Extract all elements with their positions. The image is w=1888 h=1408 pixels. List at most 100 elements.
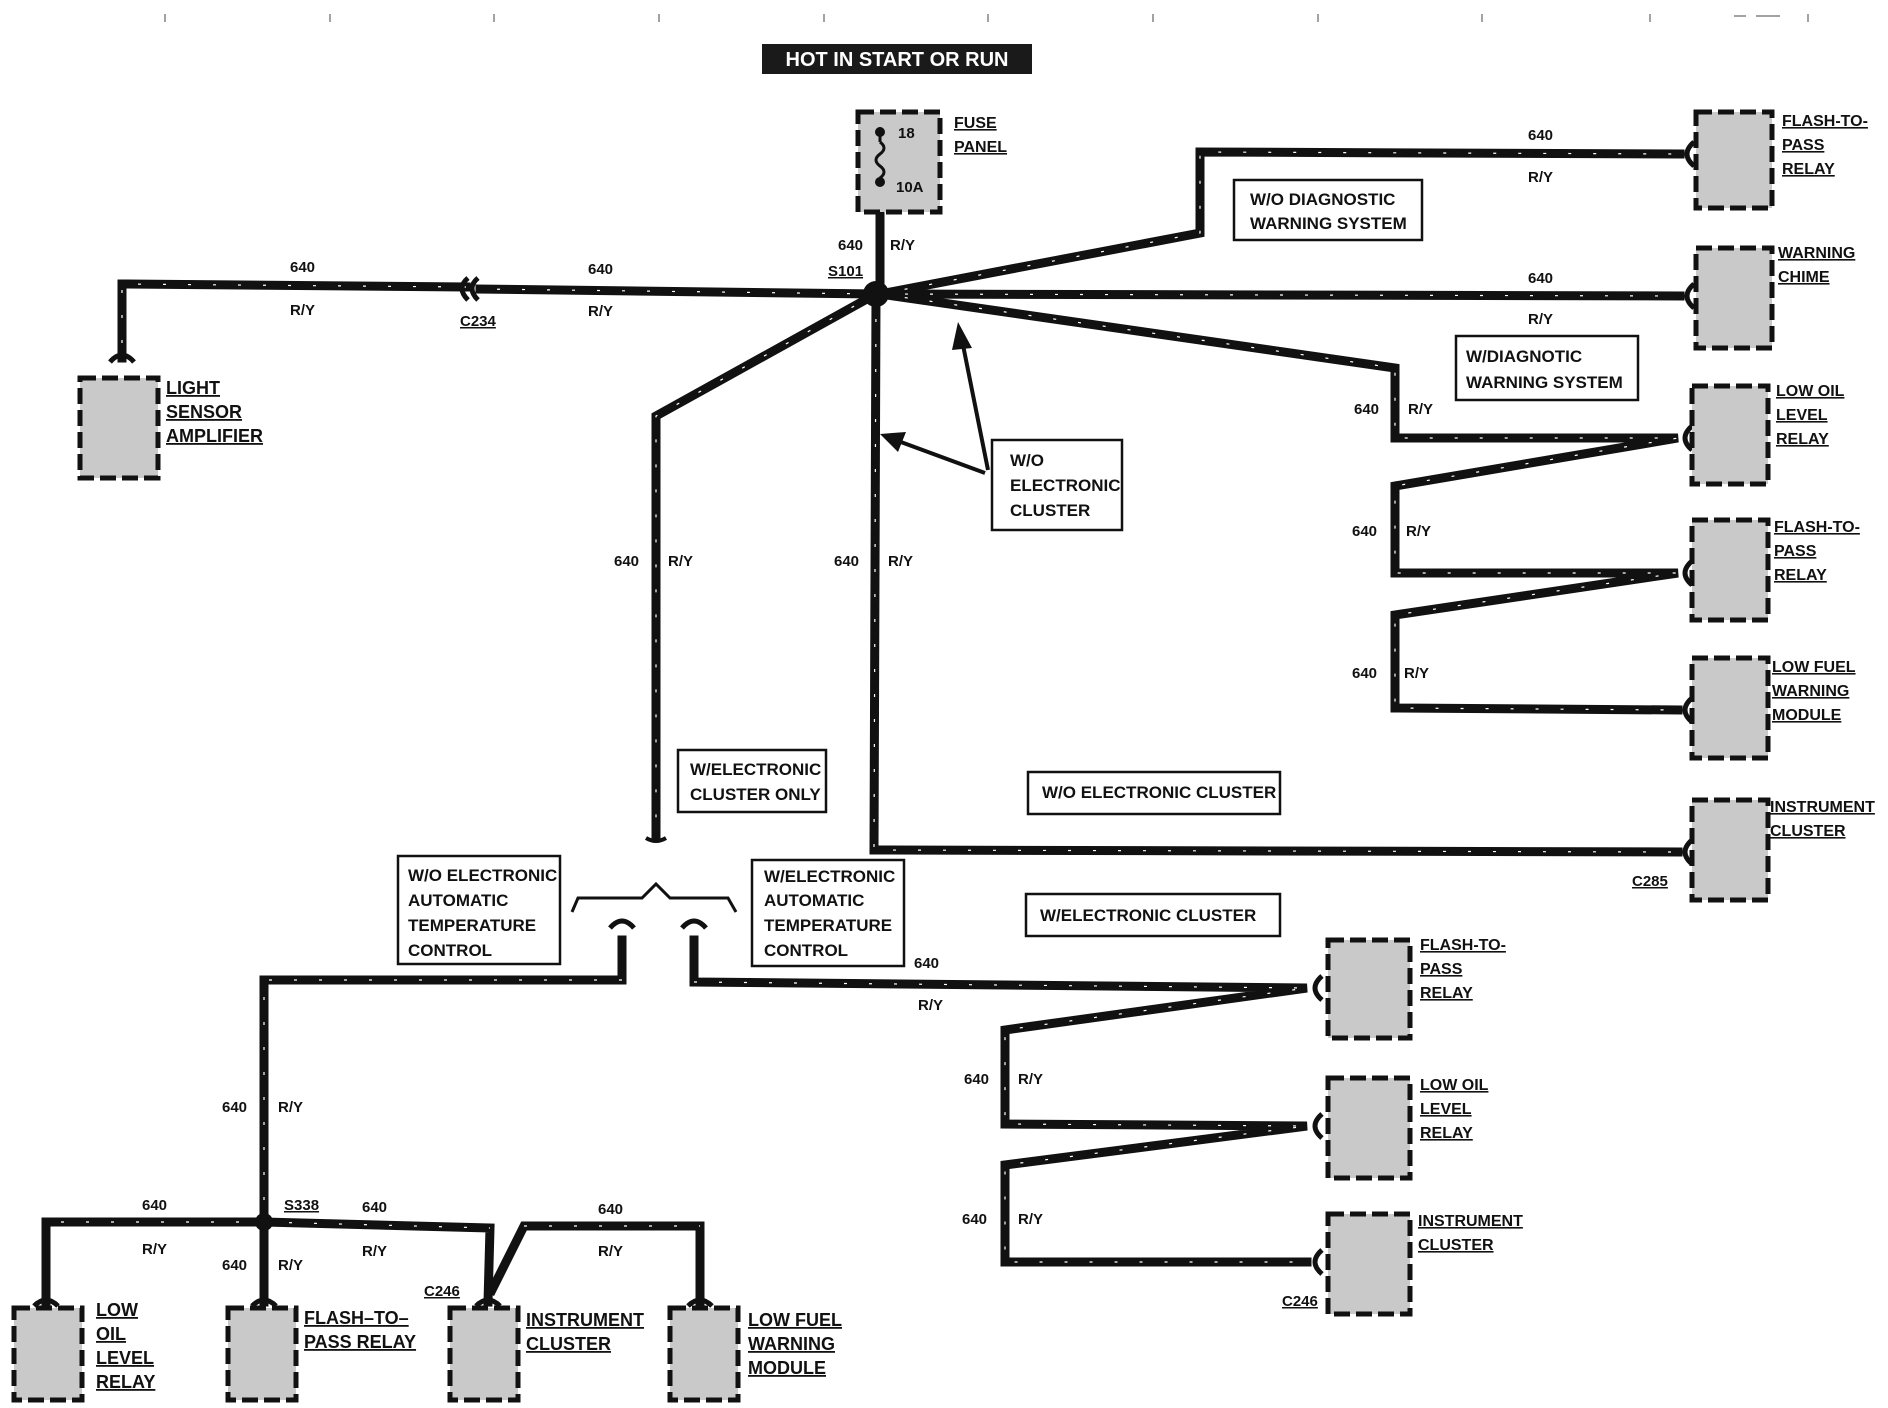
wire-number: 640 [834, 553, 859, 570]
w-diagnostic-line-2: WARNING SYSTEM [1466, 373, 1623, 392]
low-oil-relay-1-label-1: LOW OIL [1776, 383, 1845, 400]
low-oil-level-relay-1-box [1689, 383, 1771, 487]
instrument-cluster-2-box [1325, 1211, 1413, 1317]
low-oil-relay-3-label-1: LOW [96, 1300, 138, 1320]
low-oil-relay-1-label-3: RELAY [1776, 431, 1829, 448]
ftp-relay-4-label-2: PASS RELAY [304, 1332, 416, 1352]
flash-to-pass-relay-3-box [1325, 937, 1413, 1041]
ftp-relay-3-label-2: PASS [1420, 961, 1463, 978]
wire-number: 640 [1528, 127, 1553, 144]
wire-number: 640 [614, 553, 639, 570]
wire-number: 640 [1352, 665, 1377, 682]
instrument-cluster-3-label-1: INSTRUMENT [526, 1310, 644, 1330]
wo-auto-temp-line-4: CONTROL [408, 941, 492, 960]
component-labels: LIGHT SENSOR AMPLIFIER FLASH-TO- PASS RE… [96, 113, 1875, 1392]
low-oil-relay-2-label-2: LEVEL [1420, 1101, 1472, 1118]
low-oil-relay-3-label-4: RELAY [96, 1372, 155, 1392]
connector-ids: S101 S338 C234 C285 C246 C246 [284, 263, 1668, 1310]
wire-number: 640 [1528, 270, 1553, 287]
w-auto-temp-line-4: CONTROL [764, 941, 848, 960]
w-diagnostic-line-1: W/DIAGNOTIC [1466, 347, 1582, 366]
wire-color: R/Y [290, 302, 315, 319]
wire-number: 640 [964, 1071, 989, 1088]
connector-c234-label: C234 [460, 313, 497, 330]
wire-highlights [46, 151, 1681, 1263]
splice-s338-dot [255, 1213, 273, 1231]
low-oil-relay-3-label-3: LEVEL [96, 1348, 154, 1368]
instrument-cluster-1-label-1: INSTRUMENT [1770, 799, 1875, 816]
ftp-relay-2-label-3: RELAY [1774, 567, 1827, 584]
connector-c285-label: C285 [1632, 873, 1668, 890]
low-fuel-module-2-label-1: LOW FUEL [748, 1310, 842, 1330]
w-auto-temp-line-3: TEMPERATURE [764, 916, 892, 935]
low-fuel-warning-module-1-box [1689, 655, 1771, 761]
wire-number: 640 [222, 1257, 247, 1274]
low-oil-level-relay-3-box [11, 1305, 85, 1403]
wire-color: R/Y [1528, 169, 1553, 186]
low-oil-relay-2-label-3: RELAY [1420, 1125, 1473, 1142]
wo-diagnostic-line-1: W/O DIAGNOSTIC [1250, 190, 1395, 209]
fuse-panel-label-2: PANEL [954, 139, 1007, 156]
wire-color: R/Y [918, 997, 943, 1014]
low-fuel-warning-module-2-box [667, 1305, 741, 1403]
wire-number: 640 [1352, 523, 1377, 540]
ftp-relay-3-label-3: RELAY [1420, 985, 1473, 1002]
wire-color: R/Y [888, 553, 913, 570]
light-sensor-amplifier-box [77, 375, 161, 481]
splice-s338-label: S338 [284, 1197, 319, 1214]
callout-arrows [880, 322, 990, 475]
low-oil-relay-3-label-2: OIL [96, 1324, 126, 1344]
wire-color: R/Y [1404, 665, 1429, 682]
wo-electronic-callout-line-3: CLUSTER [1010, 501, 1090, 520]
wo-electronic-callout-line-1: W/O [1010, 451, 1044, 470]
wire-color: R/Y [278, 1099, 303, 1116]
wire-color: R/Y [278, 1257, 303, 1274]
condition-boxes: W/O DIAGNOSTIC WARNING SYSTEM W/DIAGNOTI… [396, 178, 1640, 968]
instrument-cluster-2-label-2: CLUSTER [1418, 1237, 1494, 1254]
w-auto-temp-line-2: AUTOMATIC [764, 891, 864, 910]
wire-number: 640 [362, 1199, 387, 1216]
wo-electronic-cluster-label: W/O ELECTRONIC CLUSTER [1042, 783, 1276, 802]
wire-color: R/Y [890, 237, 915, 254]
wire-color: R/Y [1408, 401, 1433, 418]
wire-color: R/Y [1528, 311, 1553, 328]
warning-chime-label-1: WARNING [1778, 245, 1855, 262]
instrument-cluster-1-box [1689, 797, 1771, 903]
border-ticks [164, 14, 1809, 22]
wire-color: R/Y [668, 553, 693, 570]
instrument-cluster-3-label-2: CLUSTER [526, 1334, 611, 1354]
light-sensor-amplifier-label-1: LIGHT [166, 378, 220, 398]
wire-color: R/Y [1018, 1211, 1043, 1228]
w-electronic-only-line-1: W/ELECTRONIC [690, 760, 821, 779]
components [11, 109, 1775, 1403]
ftp-relay-2-label-1: FLASH-TO- [1774, 519, 1860, 536]
flash-to-pass-relay-1-box [1693, 109, 1775, 211]
low-fuel-module-2-label-2: WARNING [748, 1334, 835, 1354]
wire-number: 640 [598, 1201, 623, 1218]
wire-number: 640 [962, 1211, 987, 1228]
wire-color: R/Y [588, 303, 613, 320]
ftp-relay-4-label-1: FLASH–TO– [304, 1308, 409, 1328]
flash-to-pass-relay-2-box [1689, 517, 1771, 623]
wire-color: R/Y [1406, 523, 1431, 540]
ftp-relay-1-label-2: PASS [1782, 137, 1825, 154]
wire-number: 640 [914, 955, 939, 972]
warning-chime-box [1693, 245, 1775, 351]
low-oil-relay-2-label-1: LOW OIL [1420, 1077, 1489, 1094]
w-electronic-cluster-label: W/ELECTRONIC CLUSTER [1040, 906, 1256, 925]
wire-number: 640 [142, 1197, 167, 1214]
splice-s101-label: S101 [828, 263, 863, 280]
wire-color: R/Y [1018, 1071, 1043, 1088]
low-oil-level-relay-2-box [1325, 1075, 1413, 1181]
ftp-relay-1-label-1: FLASH-TO- [1782, 113, 1868, 130]
wire-labels: 640 R/Y 640 R/Y 640 R/Y 640 R/Y 640 R/Y … [142, 127, 1553, 1274]
wire-color: R/Y [598, 1243, 623, 1260]
warning-chime-label-2: CHIME [1778, 269, 1830, 286]
fuse-rating: 10A [896, 179, 924, 196]
light-sensor-amplifier-label-3: AMPLIFIER [166, 426, 263, 446]
low-fuel-module-2-label-3: MODULE [748, 1358, 826, 1378]
instrument-cluster-1-label-2: CLUSTER [1770, 823, 1846, 840]
fuse-panel: 18 10A FUSE PANEL [855, 109, 1007, 215]
fuse-panel-label-1: FUSE [954, 115, 997, 132]
